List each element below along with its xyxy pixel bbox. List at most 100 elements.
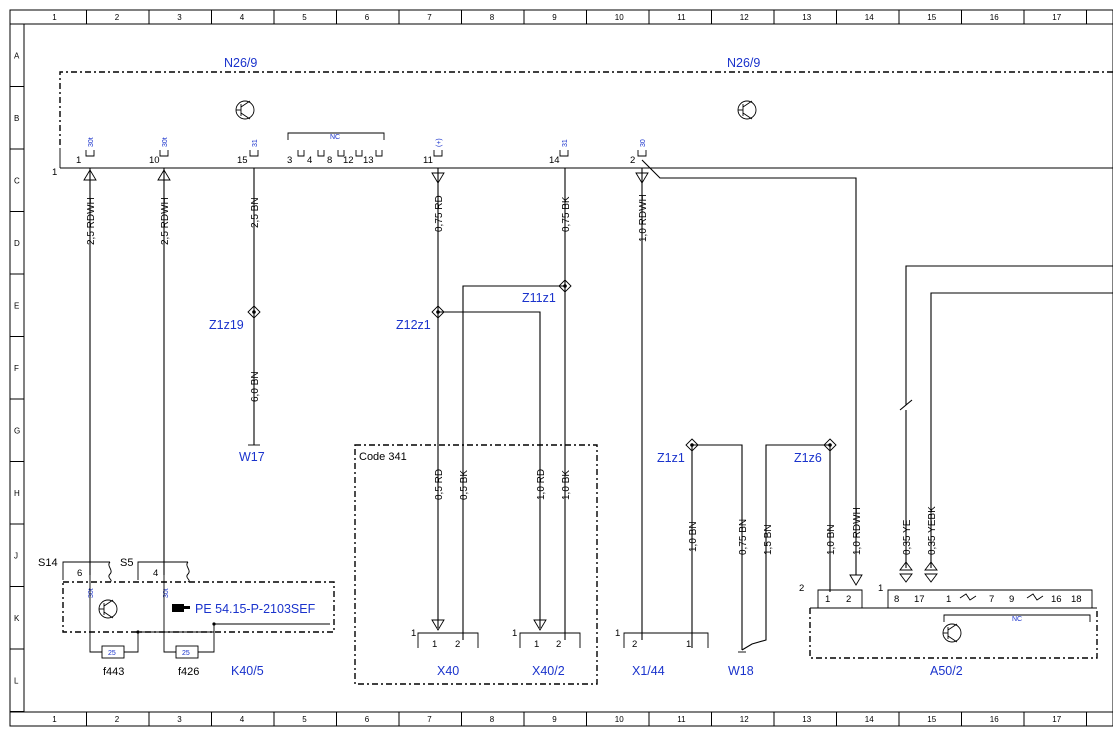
pin-number: 9 [1009,594,1014,605]
transistor-icon [235,100,255,120]
connector-x1-44-label: X1/44 [632,664,665,678]
ground-w17: W17 [239,450,265,464]
row-label: C [14,176,20,185]
splice-z1z19: Z1z19 [209,318,244,332]
column-label: 6 [365,715,370,724]
column-label: 4 [240,13,245,22]
pin-1: 1 [76,155,81,166]
column-label: 17 [1052,715,1061,724]
column-label: 10 [615,715,624,724]
row-label: L [14,676,19,685]
column-label: 5 [302,715,307,724]
wire-column-1: 2,5 RDWH [83,168,97,575]
terminal-30t: 30t [163,588,170,598]
pin-number: 1 [825,594,830,605]
terminal-30t: 30t [88,137,95,147]
column-label: 10 [615,13,624,22]
column-label: 12 [740,13,749,22]
pin-number: 1 [686,639,691,650]
row-label: D [14,239,20,248]
column-labels: 1122334455667788991010111112121313141415… [52,13,1061,724]
pin-11: 11 [423,155,433,166]
column-label: 6 [365,13,370,22]
column-label: 4 [240,715,245,724]
splice-z11z1: Z11z1 [522,291,556,305]
row-label: E [14,301,19,310]
column-label: 16 [990,715,999,724]
wire-label: 1,0 BN [688,521,699,552]
column-label: 5 [302,13,307,22]
column-label: 9 [552,13,557,22]
nc-label: NC [330,134,340,141]
transistor-icon [737,100,757,120]
row-label: K [14,614,20,623]
wire-label: 1,0 BN [826,524,837,555]
row-label: H [14,489,20,498]
wire-label: 0,75 RD [434,195,445,232]
pin-3: 3 [287,155,292,166]
pin-10: 10 [149,155,160,166]
pin-number: 8 [894,594,899,605]
wire-label: 0,5 BK [459,470,470,500]
row-label: G [14,426,20,435]
k40-5-module: S14 S5 6 4 30t 30t PE 54.15-P-2103SEF 25… [38,557,335,678]
terminal-31: 31 [562,139,569,147]
wire-label: 2,5 BN [250,197,261,228]
a50-2-module: 2 1 1 2 8 17 1 7 9 16 18 NC A50/2 [799,583,1098,678]
pin-2: 2 [630,155,635,166]
column-label: 11 [677,715,686,724]
fuse-f426-label: f426 [178,666,199,678]
wire-label: 2,5 RDWH [160,197,171,245]
column-label: 15 [927,13,936,22]
column-label: 3 [177,715,182,724]
pin-number: 18 [1071,594,1082,605]
wire-label: 1,5 BN [763,524,774,555]
pin-number: 2 [846,594,851,605]
column-label: 2 [115,715,120,724]
wire-label: 2,5 RDWH [86,197,97,245]
column-label: 15 [927,715,936,724]
terminal-30t: 30t [162,137,169,147]
column-label: 8 [490,715,495,724]
reference-link[interactable]: PE 54.15-P-2103SEF [195,602,316,616]
splice-group-z1z1: Z1z1 1,0 BN 0,75 BN 1,5 BN W18 [657,438,830,678]
pin-number: 7 [989,594,994,605]
wire-label: 6,0 BN [250,371,261,402]
wire-label: 0,5 RD [434,469,445,500]
pin-number: 17 [914,594,925,605]
wire-label: 0,35 YE [902,519,913,555]
transistor-icon [942,623,962,643]
column-label: 2 [115,13,120,22]
pin-12: 12 [343,155,354,166]
column-label: 13 [802,13,811,22]
splice-z12z1: Z12z1 [396,318,431,332]
pin-number: 1 [512,628,517,639]
hand-pointer-icon [172,604,190,612]
pin-number: 1 [534,639,539,650]
terminal-30: 30 [640,139,647,147]
k40-5-label: K40/5 [231,664,264,678]
wires-ye-yebk: 0,35 YE 0,35 YEBK [899,265,1113,583]
nc-label: NC [1012,616,1022,623]
pin-number: 16 [1051,594,1062,605]
pin-number: 1 [615,628,620,639]
connector-x40-label: X40 [437,664,459,678]
pin-number: 2 [632,639,637,650]
pin-8: 8 [327,155,332,166]
code-341-box: Code 341 [354,444,598,685]
column-label: 1 [52,13,57,22]
wire-label: 1,0 RDWH [852,507,863,555]
pin-number: 6 [77,568,82,579]
n26-9-label-left: N26/9 [224,56,257,70]
column-label: 14 [865,13,874,22]
pin-row-start: 1 [52,167,57,178]
row-label: F [14,364,19,373]
drawing-frame [9,9,1113,727]
wire-label: 1,0 RD [536,469,547,500]
wire-label: 1,0 RDWH [638,194,649,242]
column-label: 9 [552,715,557,724]
wire-label: 0,35 YEBK [927,506,938,555]
terminal-30t: 30t [88,588,95,598]
